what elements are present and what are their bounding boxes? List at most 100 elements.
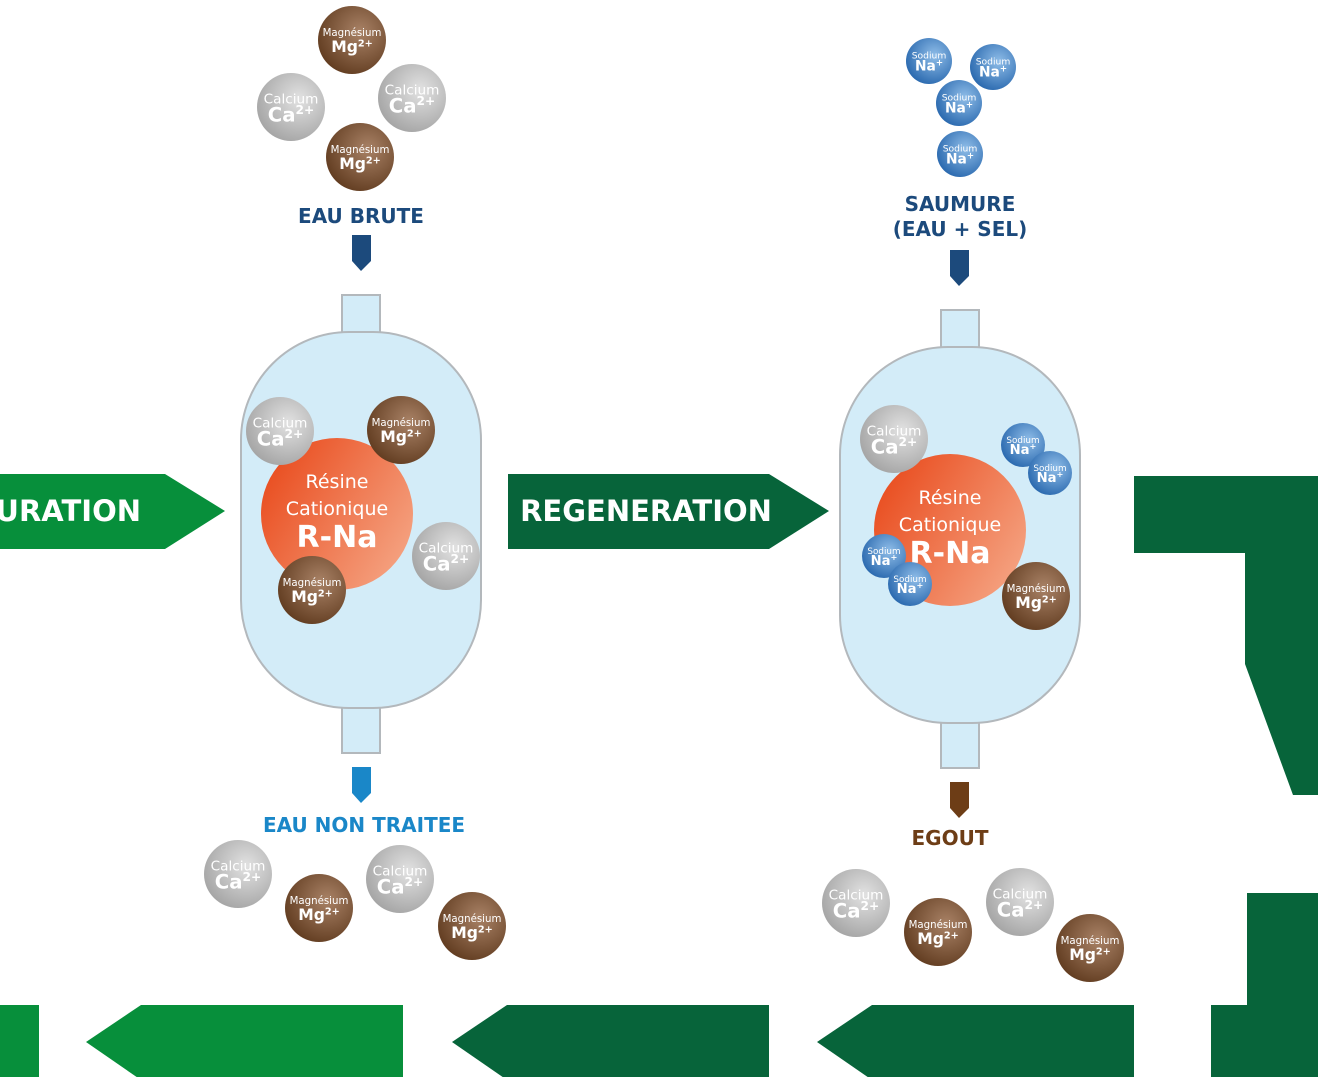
- regeneration-arrow: [508, 474, 829, 549]
- flow-markers: [352, 235, 969, 818]
- return-arrow-3: [817, 1005, 1134, 1077]
- calcium-ion-sphere: [412, 522, 480, 590]
- calcium-ion-charge: 2+: [405, 875, 424, 889]
- saturation-resin-line1: Résine: [306, 471, 369, 493]
- magnesium-ion-symbol: Mg2+: [917, 930, 959, 948]
- sodium-ion-name: Sodium: [867, 547, 900, 557]
- calcium-ion-sphere: [257, 73, 325, 141]
- magnesium-ion-symbol: Mg2+: [1069, 946, 1111, 964]
- eau-brute-flow-marker: [352, 235, 371, 271]
- calcium-ion-symbol: Ca2+: [268, 103, 314, 127]
- magnesium-ion-name: Magnésium: [283, 577, 342, 589]
- calcium-ion-symbol: Ca2+: [833, 899, 879, 923]
- calcium-ion-name: Calcium: [385, 83, 440, 99]
- calcium-ion-sphere: [860, 405, 928, 473]
- magnesium-ion-name: Magnésium: [909, 919, 968, 931]
- magnesium-ion-charge: 2+: [1042, 594, 1057, 605]
- calcium-ion-sphere: [246, 397, 314, 465]
- magnesium-ion-charge: 2+: [318, 588, 333, 599]
- sodium-ion-sphere: [937, 131, 983, 177]
- magnesium-ion-symbol: Mg2+: [339, 155, 381, 173]
- sodium-ion-name: Sodium: [942, 93, 977, 104]
- calcium-ion-name: Calcium: [419, 541, 474, 557]
- calcium-ion-name: Calcium: [993, 887, 1048, 903]
- calcium-ion-symbol: Ca2+: [997, 898, 1043, 922]
- sodium-ion-name: Sodium: [893, 575, 926, 585]
- sodium-ion-sphere: [1028, 451, 1072, 495]
- sodium-ion-charge: +: [936, 58, 943, 68]
- eau-non-traitee-flow-marker: [352, 767, 371, 803]
- magnesium-ion-symbol: Mg2+: [291, 588, 333, 606]
- magnesium-ion-sphere: [1002, 562, 1070, 630]
- sodium-ion-symbol: Na+: [946, 151, 974, 167]
- arrows-layer: SATURATION REGENERATION: [0, 474, 1318, 1077]
- calcium-ion-charge: 2+: [296, 103, 315, 117]
- sodium-ion-symbol: Na+: [915, 58, 943, 74]
- sodium-ion-sphere: [862, 534, 906, 578]
- sodium-ion-symbol: Na+: [1010, 441, 1037, 458]
- calcium-ion-charge: 2+: [285, 427, 304, 441]
- sodium-ion-symbol: Na+: [871, 552, 898, 569]
- calcium-ion-sphere: [366, 845, 434, 913]
- sodium-ion-charge: +: [1030, 441, 1037, 451]
- magnesium-ion-sphere: [285, 874, 353, 942]
- sodium-ion-sphere: [1001, 423, 1045, 467]
- stream-labels: EAU BRUTE SAUMURE (EAU + SEL) EAU NON TR…: [263, 192, 1027, 850]
- magnesium-ion-charge: 2+: [366, 155, 381, 166]
- sodium-ion-symbol: Na+: [1037, 469, 1064, 486]
- sodium-ion-symbol: Na+: [979, 64, 1007, 80]
- calcium-ion-symbol: Ca2+: [215, 870, 261, 894]
- ions-layer: MagnésiumMg2+CalciumCa2+CalciumCa2+Magné…: [204, 6, 1124, 982]
- egout-label: EGOUT: [912, 826, 989, 850]
- magnesium-ion-name: Magnésium: [372, 417, 431, 429]
- calcium-ion-sphere: [204, 840, 272, 908]
- regeneration-resin-line2: Cationique: [899, 514, 1001, 536]
- calcium-ion-name: Calcium: [264, 92, 319, 108]
- sodium-ion-name: Sodium: [912, 51, 947, 62]
- magnesium-ion-symbol: Mg2+: [298, 906, 340, 924]
- calcium-ion-symbol: Ca2+: [389, 94, 435, 118]
- calcium-ion-name: Calcium: [867, 424, 922, 440]
- calcium-ion-sphere: [378, 64, 446, 132]
- magnesium-ion-name: Magnésium: [331, 144, 390, 156]
- sodium-ion-symbol: Na+: [897, 580, 924, 597]
- magnesium-ion-symbol: Mg2+: [380, 428, 422, 446]
- calcium-ion-charge: 2+: [243, 870, 262, 884]
- magnesium-ion-sphere: [318, 6, 386, 74]
- regeneration-resin-line1: Résine: [919, 487, 982, 509]
- eau-brute-label: EAU BRUTE: [298, 204, 424, 228]
- saturation-resin-bead: [261, 438, 413, 590]
- sodium-ion-sphere: [888, 562, 932, 606]
- sodium-ion-sphere: [936, 80, 982, 126]
- magnesium-ion-sphere: [278, 556, 346, 624]
- calcium-ion-charge: 2+: [899, 435, 918, 449]
- sodium-ion-charge: +: [967, 151, 974, 161]
- magnesium-ion-charge: 2+: [1096, 946, 1111, 957]
- calcium-ion-name: Calcium: [373, 864, 428, 880]
- calcium-ion-name: Calcium: [829, 888, 884, 904]
- sodium-ion-charge: +: [966, 100, 973, 110]
- calcium-ion-symbol: Ca2+: [377, 875, 423, 899]
- saumure-label-line1: SAUMURE: [905, 192, 1016, 216]
- sodium-ion-sphere: [906, 38, 952, 84]
- magnesium-ion-name: Magnésium: [1007, 583, 1066, 595]
- calcium-ion-symbol: Ca2+: [257, 427, 303, 451]
- sodium-ion-name: Sodium: [976, 57, 1011, 68]
- calcium-ion-symbol: Ca2+: [423, 552, 469, 576]
- calcium-ion-sphere: [822, 869, 890, 937]
